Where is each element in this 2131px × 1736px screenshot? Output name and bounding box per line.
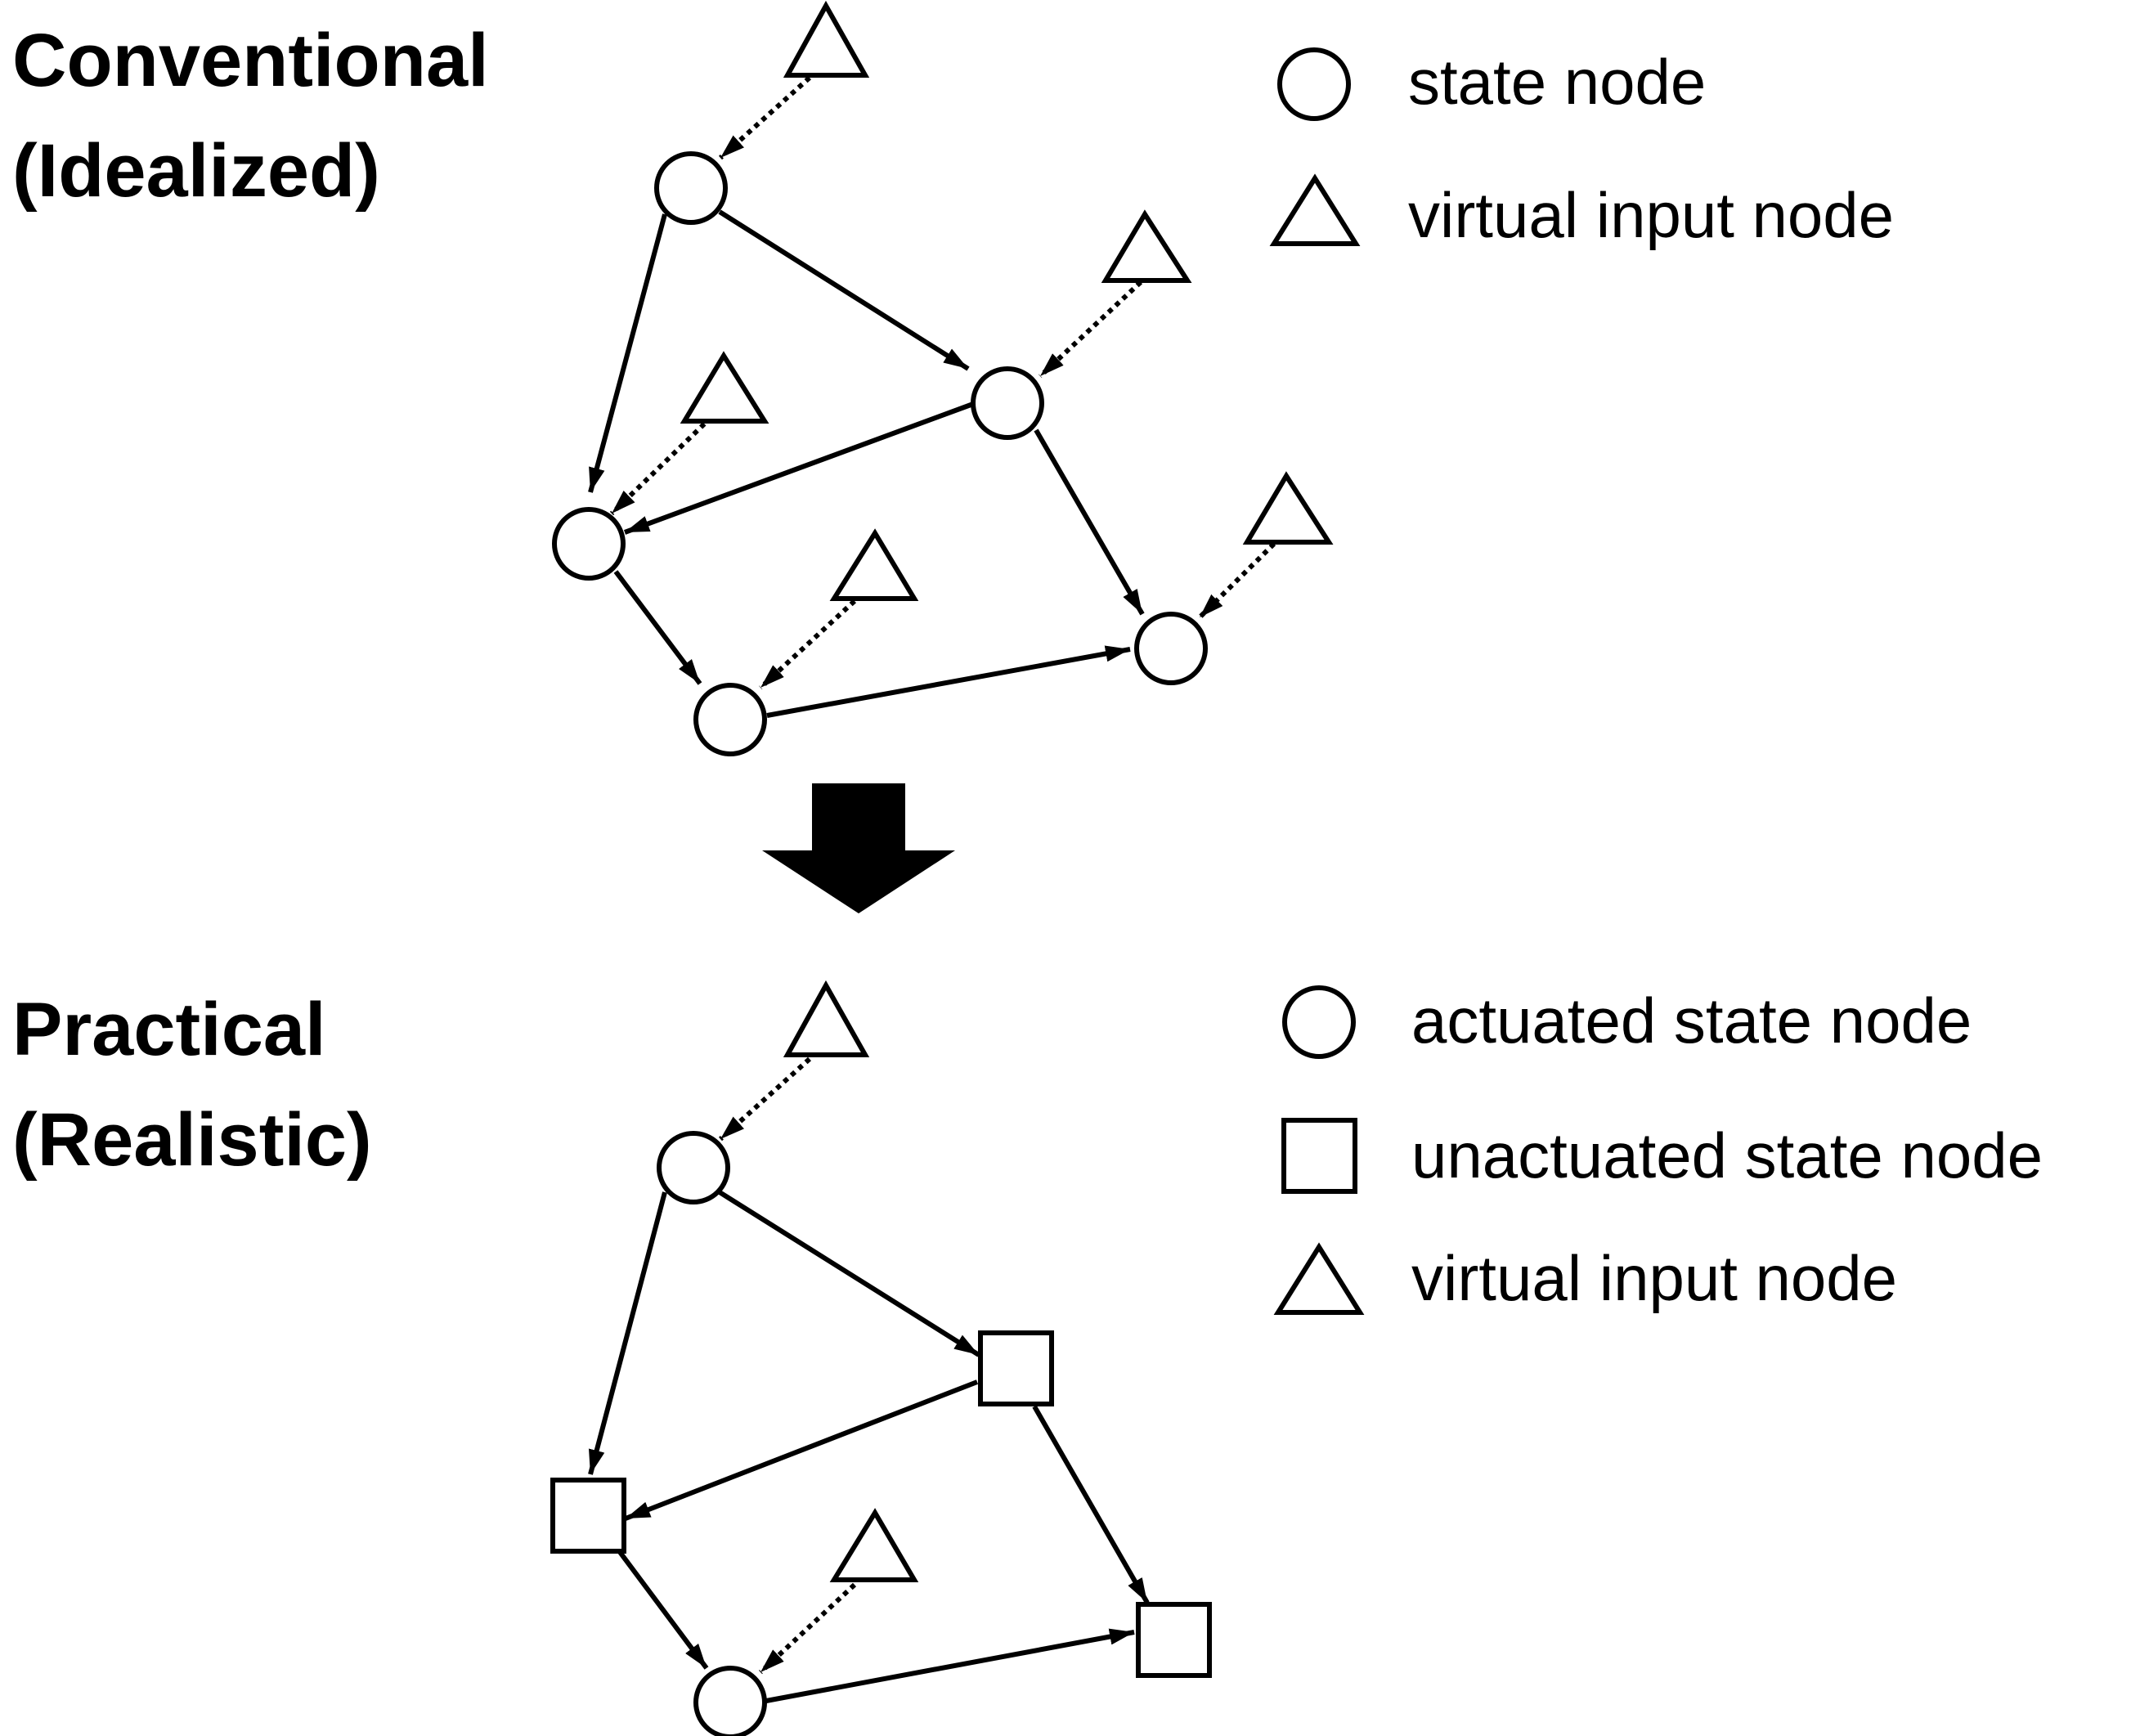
state-node (693, 683, 767, 756)
virtual-input-node (829, 1508, 919, 1582)
edge-n3-n4 (617, 1550, 709, 1670)
unactuated-state-node (1136, 1602, 1212, 1678)
legend-label: virtual input node (1411, 1242, 1897, 1314)
input-edge-t4-n4 (758, 1582, 857, 1675)
state-node (971, 366, 1044, 440)
edge-n1-n3 (588, 1191, 667, 1475)
conventional-subtitle: (Idealized) (12, 129, 380, 213)
legend-triangle-icon (1269, 173, 1361, 246)
edge-n4-n5 (766, 645, 1131, 718)
conventional-legend: state node virtual input node (1269, 46, 1894, 251)
virtual-input-node (1242, 471, 1334, 545)
virtual-input-node (783, 980, 870, 1057)
state-node (552, 507, 626, 581)
legend-circle-icon (1277, 47, 1351, 121)
edge-n2-n3 (623, 401, 975, 535)
unactuated-state-node (550, 1478, 626, 1554)
edge-n1-n3 (588, 213, 667, 493)
input-edge-t1-n1 (718, 1056, 812, 1142)
edge-n4-n5 (765, 1628, 1135, 1703)
edge-n3-n4 (613, 570, 702, 685)
edge-n2-n5 (1032, 1405, 1150, 1604)
practical-subtitle: (Realistic) (12, 1098, 372, 1182)
virtual-input-node (829, 528, 919, 601)
virtual-input-node (783, 0, 870, 78)
practical-title: Practical (12, 988, 326, 1071)
input-edge-t4-n4 (758, 599, 857, 690)
legend-circle-icon (1282, 985, 1356, 1059)
legend-label: unactuated state node (1411, 1119, 2043, 1191)
input-edge-t5-n5 (1197, 541, 1276, 620)
state-node (654, 151, 728, 225)
edge-n1-n2 (718, 209, 970, 371)
legend-label: virtual input node (1408, 179, 1894, 251)
input-edge-t2-n2 (1038, 280, 1143, 379)
unactuated-state-node (978, 1330, 1054, 1406)
edge-n1-n2 (718, 1190, 980, 1357)
actuated-state-node (693, 1666, 767, 1736)
practical-panel: Practical (Realistic) actuated state nod… (12, 980, 2043, 1736)
actuated-state-node (657, 1131, 730, 1204)
down-arrow-icon (762, 783, 955, 913)
legend-square-icon (1281, 1118, 1357, 1194)
virtual-input-node (680, 351, 769, 424)
edge-n2-n5 (1034, 428, 1145, 616)
legend-label: actuated state node (1411, 985, 1972, 1056)
legend-label: state node (1408, 46, 1706, 118)
edge-n2-n3 (624, 1379, 979, 1521)
input-edge-t3-n3 (609, 415, 714, 516)
state-node (1134, 612, 1208, 685)
input-edge-t1-n1 (718, 75, 812, 160)
conventional-title: Conventional (12, 19, 489, 102)
conventional-panel: Conventional (Idealized) state node (12, 0, 1894, 756)
legend-triangle-icon (1273, 1242, 1365, 1315)
practical-legend: actuated state node unactuated state nod… (1273, 985, 2043, 1315)
virtual-input-node (1101, 209, 1192, 283)
